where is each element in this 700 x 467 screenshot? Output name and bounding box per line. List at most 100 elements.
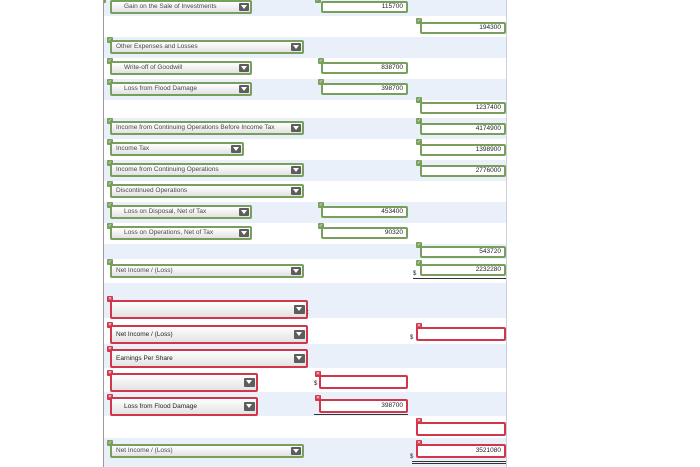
amount-value: 453400	[381, 208, 403, 215]
dropdown-selected-label: Discontinued Operations	[116, 187, 188, 194]
amount-value: 4174900	[475, 125, 501, 132]
row-band	[104, 16, 506, 37]
amount-value: 2232280	[475, 266, 501, 273]
dropdown-selected-label: Loss from Flood Damage	[124, 403, 197, 410]
income-statement-worksheet: ✓ Gain on the Sale of Investments ✓ 1157…	[103, 0, 507, 467]
chevron-down-icon	[294, 305, 305, 314]
total-input[interactable]: 543720	[420, 246, 506, 258]
line-item-dropdown[interactable]: Loss on Disposal, Net of Tax	[110, 205, 252, 219]
dollar-sign: $	[410, 335, 414, 341]
line-item-dropdown[interactable]: Loss from Flood Damage	[110, 82, 252, 96]
dropdown-selected-label: Net Income / (Loss)	[116, 447, 173, 454]
line-item-dropdown[interactable]	[110, 373, 258, 392]
x-icon: ✕	[416, 323, 422, 329]
amount-value: 90320	[384, 229, 403, 236]
total-input[interactable]: 3521080	[416, 444, 506, 458]
line-item-dropdown[interactable]: Income from Continuing Operations	[110, 163, 304, 177]
amount-input[interactable]: 90320	[321, 227, 408, 239]
dropdown-selected-label: Loss from Flood Damage	[124, 85, 197, 92]
line-item-dropdown[interactable]: Loss on Operations, Net of Tax	[110, 226, 252, 240]
check-icon: ✓	[416, 18, 422, 24]
dropdown-selected-label: Write-off of Goodwill	[124, 64, 183, 71]
total-input[interactable]: 2776000	[420, 165, 506, 177]
amount-value: 838700	[381, 64, 403, 71]
chevron-down-icon	[291, 43, 301, 51]
chevron-down-icon	[244, 402, 255, 411]
line-item-dropdown[interactable]: Net Income / (Loss)	[110, 264, 304, 278]
double-underline	[412, 461, 506, 462]
line-item-dropdown[interactable]: Other Expenses and Losses	[110, 40, 304, 54]
dropdown-selected-label: Loss on Operations, Net of Tax	[124, 229, 214, 236]
x-icon: ✕	[315, 395, 321, 401]
chevron-down-icon	[239, 208, 249, 216]
amount-input[interactable]: 398700	[319, 399, 408, 413]
chevron-down-icon	[291, 124, 301, 132]
amount-value: 398700	[381, 402, 403, 409]
chevron-down-icon	[291, 166, 301, 174]
total-input[interactable]: 1237400	[420, 102, 506, 114]
total-input[interactable]	[416, 327, 506, 341]
check-icon: ✓	[318, 202, 324, 208]
amount-input[interactable]: 453400	[321, 206, 408, 218]
chevron-down-icon	[239, 3, 249, 11]
single-underline	[413, 278, 506, 279]
check-icon: ✓	[104, 0, 106, 3]
line-item-dropdown[interactable]: Write-off of Goodwill	[110, 61, 252, 75]
amount-value: 1237400	[475, 104, 501, 111]
dropdown-selected-label: Other Expenses and Losses	[116, 43, 198, 50]
dropdown-selected-label: Net Income / (Loss)	[116, 331, 173, 338]
check-icon: ✓	[107, 259, 113, 265]
check-icon: ✓	[318, 223, 324, 229]
check-icon: ✓	[107, 440, 113, 446]
row-band	[104, 100, 506, 118]
total-input[interactable]: 2232280	[420, 264, 506, 276]
dropdown-selected-label: Gain on the Sale of Investments	[124, 3, 217, 10]
check-icon: ✓	[416, 97, 422, 103]
chevron-down-icon	[239, 229, 249, 237]
chevron-down-icon	[291, 187, 301, 195]
amount-input[interactable]: 838700	[321, 62, 408, 74]
amount-value: 398700	[381, 85, 403, 92]
line-item-dropdown[interactable]: Income from Continuing Operations Before…	[110, 121, 304, 135]
chevron-down-icon	[231, 145, 241, 153]
dropdown-selected-label: Income from Continuing Operations	[116, 166, 219, 173]
amount-input[interactable]	[319, 375, 408, 389]
total-input[interactable]: 4174900	[420, 123, 506, 135]
total-input[interactable]	[416, 422, 506, 436]
line-item-dropdown[interactable]: Net Income / (Loss)	[110, 325, 308, 344]
check-icon: ✓	[416, 260, 422, 266]
row-band	[104, 416, 506, 438]
double-underline	[412, 463, 506, 464]
line-item-dropdown[interactable]: Loss from Flood Damage	[110, 397, 258, 416]
chevron-down-icon	[294, 330, 305, 339]
dollar-sign: $	[413, 271, 417, 277]
line-item-dropdown[interactable]: Net Income / (Loss)	[110, 444, 304, 458]
amount-input[interactable]: 115700	[321, 1, 408, 13]
chevron-down-icon	[291, 447, 301, 455]
x-icon: ✕	[315, 371, 321, 377]
row-band	[104, 244, 506, 259]
amount-value: 115700	[381, 3, 403, 10]
check-icon: ✓	[318, 58, 324, 64]
dropdown-selected-label: Net Income / (Loss)	[116, 267, 173, 274]
chevron-down-icon	[244, 378, 255, 387]
line-item-dropdown[interactable]: Gain on the Sale of Investments	[110, 0, 252, 14]
dropdown-selected-label: Earnings Per Share	[116, 355, 173, 362]
total-input[interactable]: 1398900	[420, 144, 506, 156]
chevron-down-icon	[239, 85, 249, 93]
amount-input[interactable]: 398700	[321, 83, 408, 95]
single-underline	[314, 414, 408, 415]
amount-value: 1398900	[475, 146, 501, 153]
amount-value: 543720	[479, 248, 501, 255]
line-item-dropdown[interactable]: Discontinued Operations	[110, 184, 304, 198]
dollar-sign: $	[314, 381, 318, 387]
amount-value: 3521080	[475, 447, 501, 454]
total-input[interactable]: 194300	[420, 22, 506, 34]
line-item-dropdown[interactable]: Income Tax	[110, 142, 244, 156]
line-item-dropdown[interactable]	[110, 300, 308, 319]
check-icon: ✓	[318, 79, 324, 85]
dollar-sign: $	[410, 454, 414, 460]
x-icon: ✕	[416, 440, 422, 446]
amount-value: 194300	[479, 24, 501, 31]
line-item-dropdown[interactable]: Earnings Per Share	[110, 349, 308, 368]
